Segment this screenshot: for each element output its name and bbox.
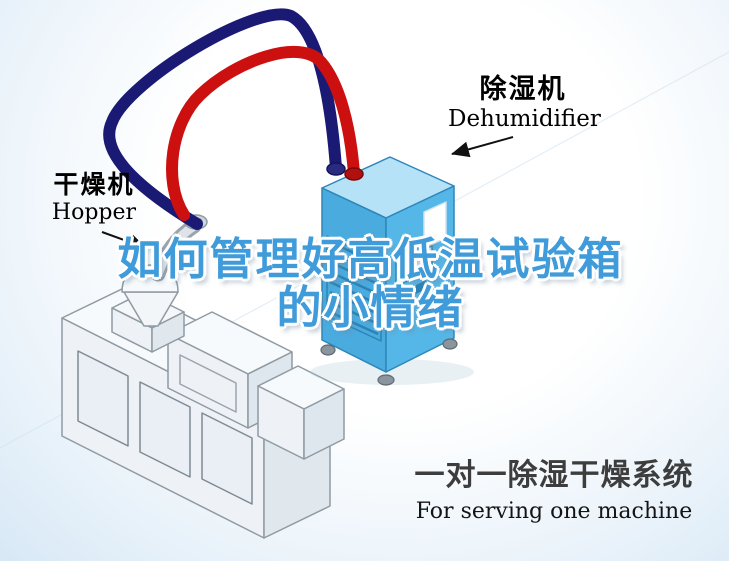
dehumidifier-label: 除湿机 Dehumidifier [448,74,601,133]
machine-door-panel [139,381,191,478]
dehumidifier-label-en: Dehumidifier [448,106,601,133]
supply-air-hose [103,8,342,230]
watermark-title-line2: 的小情绪 [276,280,465,334]
extruder-machine [61,285,345,539]
return-hose-socket [344,167,364,181]
vent-grille [326,235,382,342]
hopper-label-en: Hopper [51,200,137,226]
hopper-pointer-arrow [101,231,147,250]
hopper-pedestal-side [151,311,185,353]
control-button [416,280,426,294]
hopper-label-cn: 干燥机 [53,170,135,199]
dehumidifier-label-cn: 除湿机 [479,74,567,105]
machine-door-panel [201,412,253,505]
system-caption-cn: 一对一除湿干燥系统 [414,458,694,493]
dehumidifier-unit [310,156,474,386]
control-button [400,287,410,301]
caster-wheel [320,338,458,386]
dehumidifier-pointer-arrow [451,136,514,158]
hopper-label: 干燥机 Hopper [48,170,140,226]
floor-shadow [310,359,474,385]
system-caption-en: For serving one machine [415,499,693,524]
die-head-side-face [303,388,345,460]
hopper-elbow-pipe-highlight [153,221,199,279]
gearbox-panel [179,354,237,413]
side-label-sticker [423,201,447,249]
watermark-title-line1: 如何管理好高低温试验箱 [117,234,624,285]
supply-hose-socket [326,162,346,176]
control-panel [395,245,433,287]
machine-door-panel [77,350,129,447]
return-air-hose [166,45,360,221]
system-caption: 一对一除湿干燥系统 For serving one machine [404,450,704,524]
watermark-title: 如何管理好高低温试验箱 的小情绪 [6,234,729,334]
